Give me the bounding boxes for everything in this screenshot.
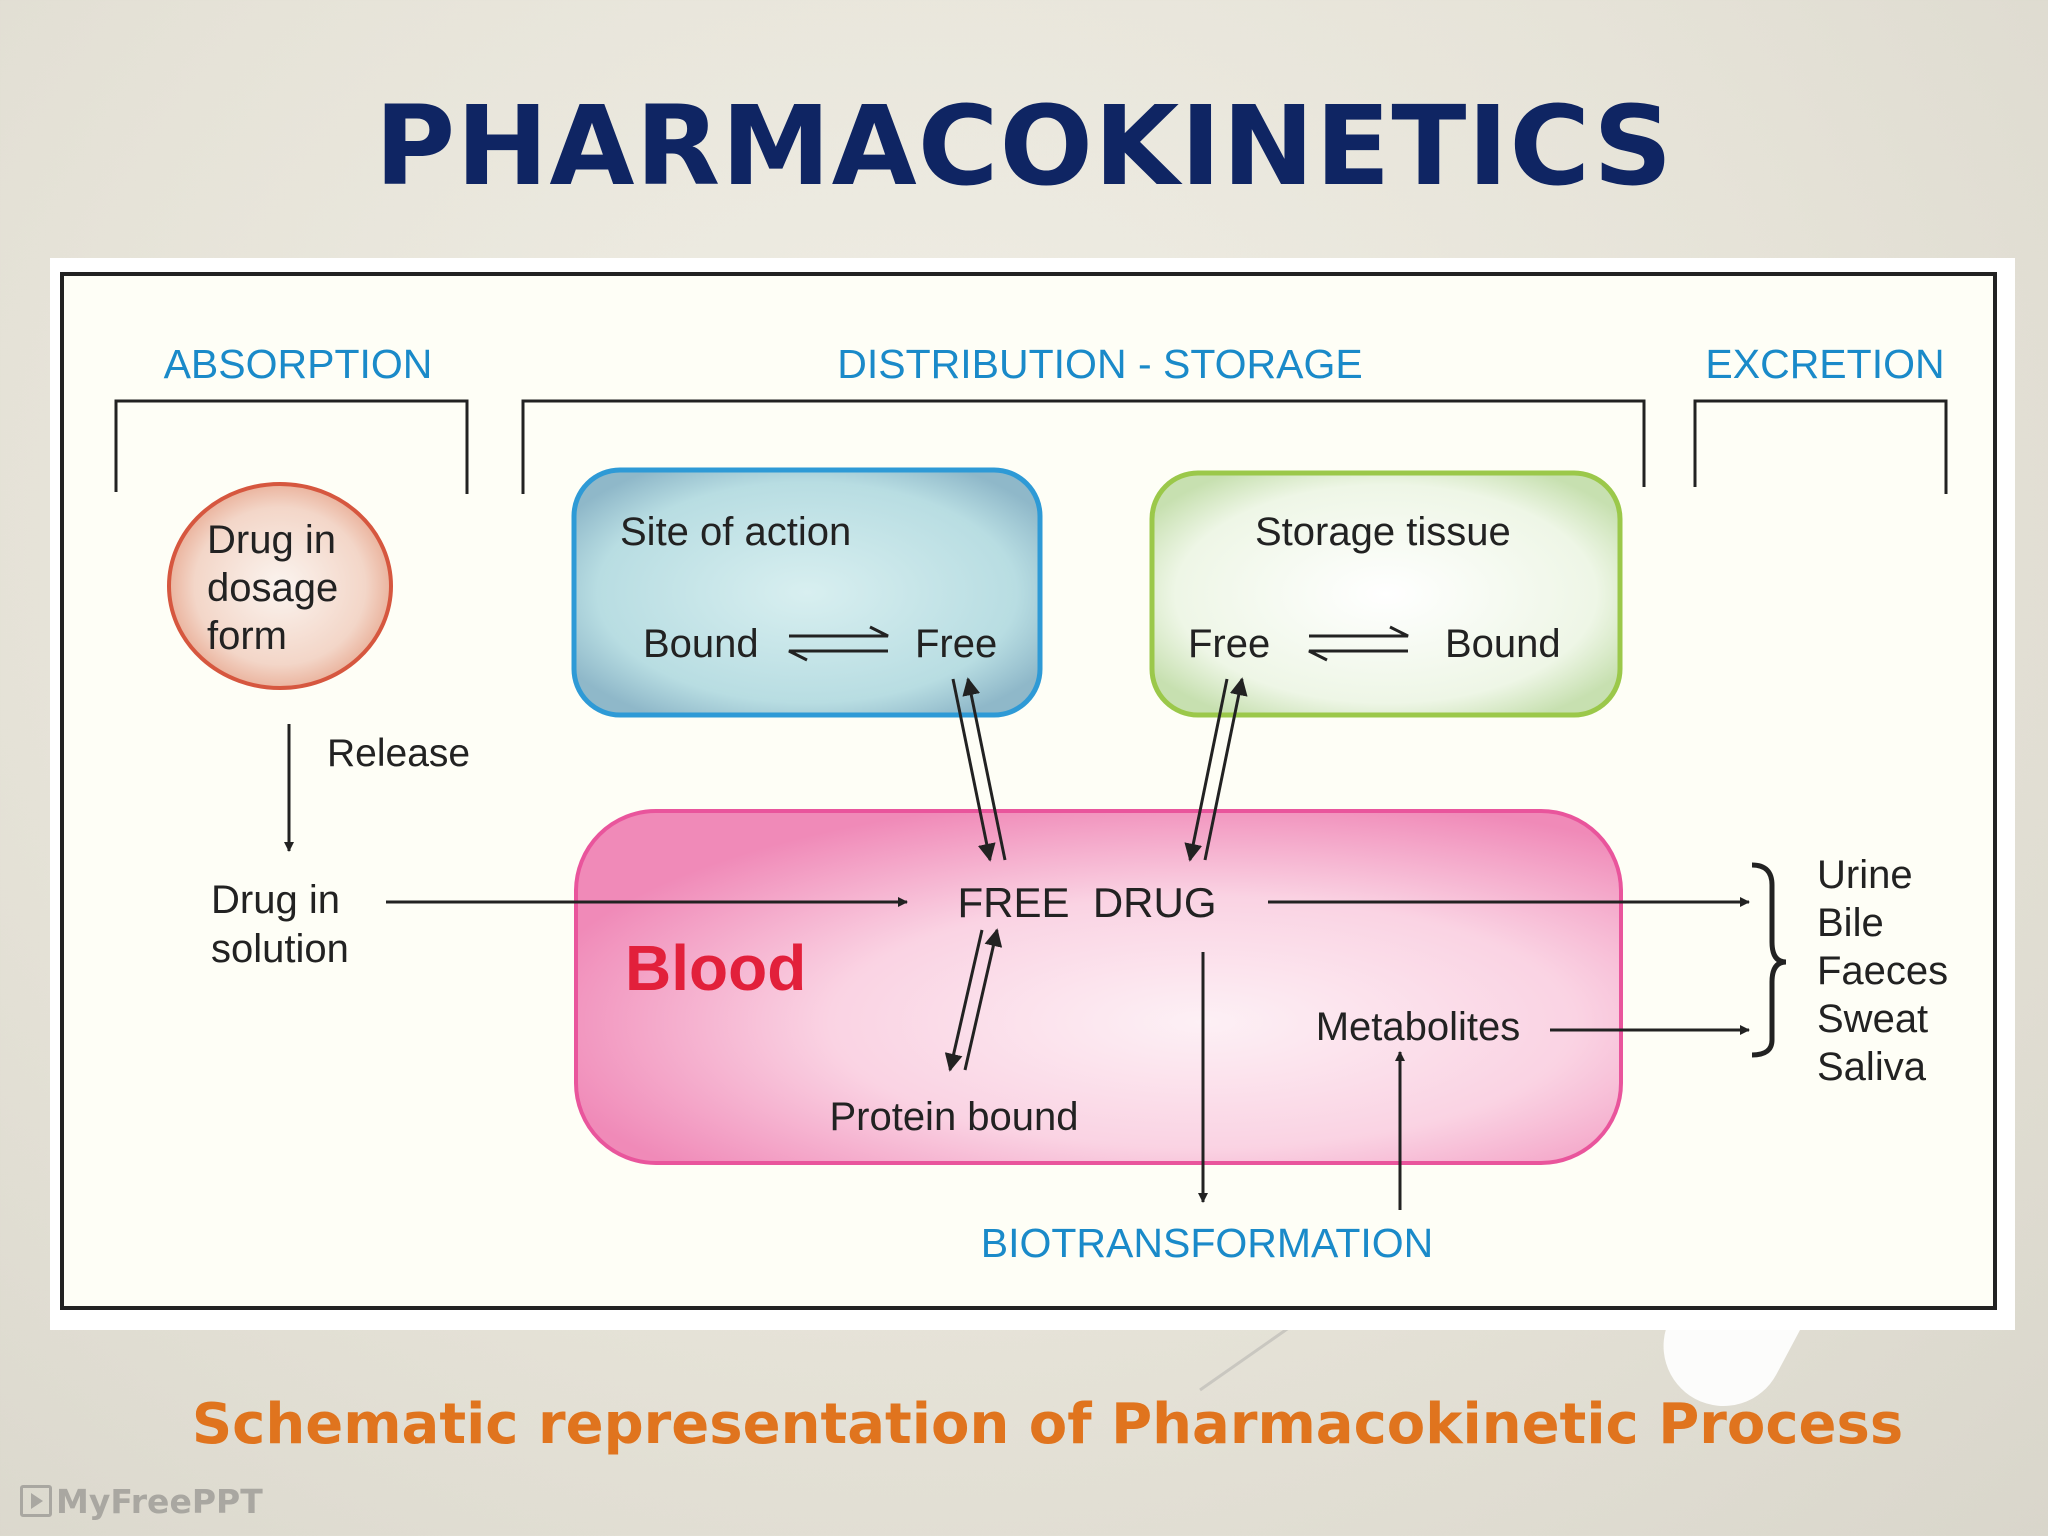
protein-binding-arrows bbox=[944, 928, 1003, 1072]
site-bound-label: Bound bbox=[643, 622, 759, 666]
route-bile: Bile bbox=[1817, 901, 1884, 945]
site-equilibrium-arrows bbox=[788, 625, 889, 662]
distribution-storage-label: DISTRIBUTION - STORAGE bbox=[837, 341, 1362, 387]
protein-bound-label: Protein bound bbox=[829, 1095, 1078, 1139]
excretion-routes-brace bbox=[1751, 862, 1787, 1058]
dosage-form-line-3: form bbox=[207, 614, 287, 658]
watermark: MyFreePPT bbox=[20, 1482, 263, 1521]
site-to-blood-arrows bbox=[951, 677, 1007, 862]
absorption-bracket bbox=[114, 399, 469, 494]
dosage-form-line-2: dosage bbox=[207, 566, 338, 610]
absorption-label: ABSORPTION bbox=[164, 341, 433, 387]
dosage-form-line-1: Drug in bbox=[207, 518, 336, 562]
storage-to-blood-arrows bbox=[1184, 677, 1248, 862]
excretion-bracket bbox=[1693, 399, 1948, 494]
play-icon bbox=[20, 1485, 52, 1517]
storage-bound-label: Bound bbox=[1445, 622, 1561, 666]
route-urine: Urine bbox=[1817, 853, 1913, 897]
biotransformation-label: BIOTRANSFORMATION bbox=[981, 1220, 1434, 1266]
release-label: Release bbox=[327, 732, 470, 775]
route-faeces: Faeces bbox=[1817, 949, 1948, 993]
slide-caption: Schematic representation of Pharmacokine… bbox=[191, 1392, 1904, 1457]
storage-free-label: Free bbox=[1188, 622, 1270, 666]
drug-in-solution-line-2: solution bbox=[211, 927, 349, 971]
storage-equilibrium-arrows bbox=[1308, 625, 1409, 662]
free-drug-label: FREE DRUG bbox=[957, 879, 1216, 926]
distribution-bracket bbox=[521, 399, 1646, 494]
blood-label: Blood bbox=[625, 932, 806, 1004]
site-free-label: Free bbox=[915, 622, 997, 666]
storage-tissue-box bbox=[1149, 470, 1623, 718]
route-sweat: Sweat bbox=[1817, 997, 1928, 1041]
site-of-action-title: Site of action bbox=[620, 510, 851, 554]
dosage-form-circle bbox=[167, 482, 393, 690]
storage-tissue-title: Storage tissue bbox=[1255, 510, 1511, 554]
site-of-action-box bbox=[571, 467, 1043, 718]
drug-in-solution-line-1: Drug in bbox=[211, 878, 340, 922]
blood-box bbox=[574, 809, 1623, 1165]
route-saliva: Saliva bbox=[1817, 1045, 1927, 1089]
excretion-label: EXCRETION bbox=[1705, 341, 1944, 387]
metabolites-label: Metabolites bbox=[1316, 1005, 1521, 1049]
slide-title: PHARMACOKINETICS bbox=[374, 82, 1674, 210]
watermark-text: MyFreePPT bbox=[56, 1482, 263, 1521]
